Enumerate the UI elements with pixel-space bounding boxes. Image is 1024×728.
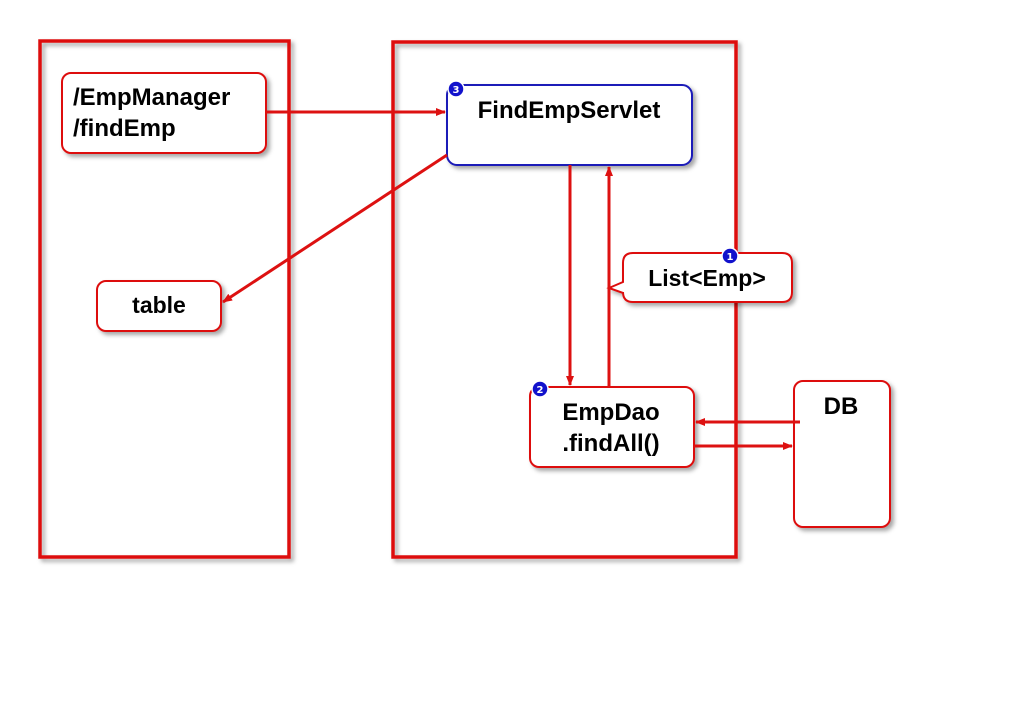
db-label: DB: [824, 393, 859, 420]
dao-line-2: .findAll(): [562, 430, 659, 457]
servlet-node: FindEmpServlet: [446, 84, 693, 166]
url-line-1: /EmpManager: [73, 84, 230, 111]
dao-node: EmpDao .findAll(): [529, 386, 695, 468]
arrow-servlet-to-table: [222, 153, 448, 304]
url-node: /EmpManager /findEmp: [61, 72, 267, 154]
table-label: table: [132, 292, 186, 318]
servlet-label: FindEmpServlet: [478, 97, 661, 124]
dao-line-1: EmpDao: [562, 399, 659, 426]
list-callout-label: List<Emp>: [648, 265, 766, 291]
step-badge-list: 1: [721, 247, 739, 265]
client-frame: [38, 39, 291, 559]
db-node: DB: [793, 380, 891, 528]
step-badge-servlet: 3: [447, 80, 465, 98]
url-line-2: /findEmp: [73, 115, 176, 142]
table-node: table: [96, 280, 222, 332]
svg-text:3: 3: [453, 85, 460, 96]
svg-text:2: 2: [537, 385, 544, 396]
list-callout-node: List<Emp>: [606, 252, 793, 303]
svg-text:1: 1: [727, 252, 734, 263]
step-badge-dao: 2: [531, 380, 549, 398]
